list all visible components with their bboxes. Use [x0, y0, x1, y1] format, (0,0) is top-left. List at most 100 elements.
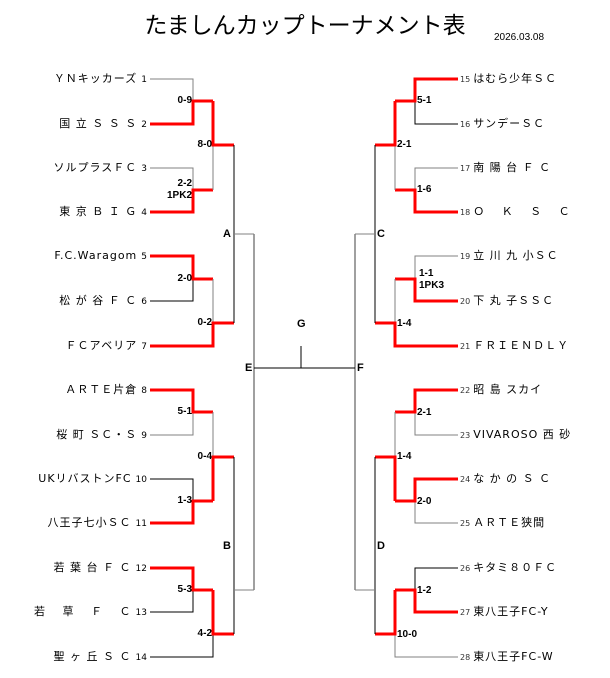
team-name: 聖 ヶ 丘 Ｓ Ｃ [53, 650, 132, 663]
team-seed: 3 [141, 164, 147, 174]
team-seed: 22 [460, 386, 471, 395]
team-name: ＡＲＴＥ狭間 [473, 516, 546, 529]
team-seed: 4 [141, 208, 147, 218]
team-seed: 7 [141, 342, 147, 352]
team-name: 下 丸 子ＳＳＣ [473, 294, 555, 307]
team-name: ＹＮキッカーズ [53, 72, 138, 85]
match-score: 5-3 [177, 584, 192, 595]
match-score: 2-0 [417, 496, 432, 507]
team-name: サンデーＳＣ [473, 117, 546, 130]
match-score: 0-4 [197, 451, 212, 462]
bracket-line [150, 78, 194, 101]
winner-path [150, 566, 213, 592]
bracket-line [150, 279, 194, 302]
match-score: 1-6 [417, 184, 432, 195]
team-seed: 2 [141, 120, 147, 130]
winner-path [150, 254, 213, 281]
team-name: 国 立 Ｓ Ｓ Ｓ [59, 117, 138, 130]
bracket-line [414, 101, 458, 125]
team-seed: 16 [460, 120, 471, 129]
bracket-line [414, 255, 458, 279]
team-name: 昭 島 スカイ [473, 383, 543, 396]
team-name: な か の Ｓ Ｃ [473, 472, 552, 485]
winner-path [150, 321, 234, 348]
match-score: 0-9 [177, 95, 192, 106]
team-name: ＡＲＴＥ片倉 [65, 383, 138, 396]
team-seed: 20 [460, 297, 471, 306]
team-name: キタミ８０ＦＣ [473, 561, 558, 574]
team-seed: 14 [135, 653, 147, 663]
team-name: F.C.Waragom [54, 249, 138, 262]
team-seed: 25 [460, 519, 471, 528]
bracket-label-g: G [297, 318, 306, 330]
match-score: 0-2 [197, 317, 212, 328]
winner-path [375, 590, 397, 636]
team-seed: 15 [460, 75, 471, 84]
team-seed: 26 [460, 564, 471, 573]
team-seed: 10 [135, 475, 147, 485]
match-score: 5-1 [417, 95, 432, 106]
winner-path [211, 590, 234, 636]
team-name: 東八王子FC-W [473, 650, 554, 663]
bracket-label-b: B [223, 540, 231, 552]
team-name: 立 川 九 小ＳＣ [473, 249, 559, 262]
bracket-line [150, 590, 194, 613]
pk-score: 1PK3 [419, 280, 445, 291]
bracket-line [394, 634, 458, 658]
team-name: 東八王子FC-Y [473, 605, 549, 618]
match-score: 2-2 [177, 178, 192, 189]
winner-path [375, 321, 458, 348]
bracket-line [414, 567, 458, 590]
team-seed: 23 [460, 431, 471, 440]
winner-path [395, 277, 458, 303]
winner-path [211, 455, 234, 501]
winner-path [150, 188, 213, 214]
match-score: 2-1 [417, 407, 432, 418]
bracket-line [414, 412, 458, 436]
winner-path [150, 388, 213, 414]
winner-path [395, 188, 458, 214]
match-score: 1-4 [397, 451, 412, 462]
team-seed: 24 [460, 475, 471, 484]
team-name: ＦＲＩＥＮＤＬＹ [473, 339, 570, 352]
winner-path [395, 388, 458, 414]
winner-path [375, 101, 397, 147]
match-score: 2-1 [397, 139, 412, 150]
team-name: 若 草 Ｆ Ｃ [34, 605, 132, 618]
match-score: 4-2 [197, 628, 212, 639]
team-name: 南 陽 台 Ｆ Ｃ [473, 161, 552, 174]
bracket-line [414, 167, 458, 190]
team-name: 若 葉 台 Ｆ Ｃ [53, 561, 132, 574]
bracket-label-c: C [377, 228, 385, 240]
winner-path [211, 101, 234, 147]
team-seed: 27 [460, 608, 471, 617]
winner-path [150, 499, 213, 525]
team-seed: 9 [141, 431, 147, 441]
match-score: 2-0 [177, 273, 192, 284]
team-seed: 21 [460, 342, 471, 351]
team-name: Ｏ Ｋ Ｓ Ｃ [473, 205, 571, 218]
team-seed: 1 [141, 75, 147, 85]
match-score: 1-1 [419, 268, 434, 279]
team-name: UKリバストンFC [38, 472, 132, 485]
winner-path [395, 477, 458, 503]
match-score: 1-3 [177, 495, 192, 506]
match-score: 8-0 [197, 139, 212, 150]
bracket-line [150, 478, 194, 501]
team-name: はむら少年ＳＣ [473, 72, 558, 85]
